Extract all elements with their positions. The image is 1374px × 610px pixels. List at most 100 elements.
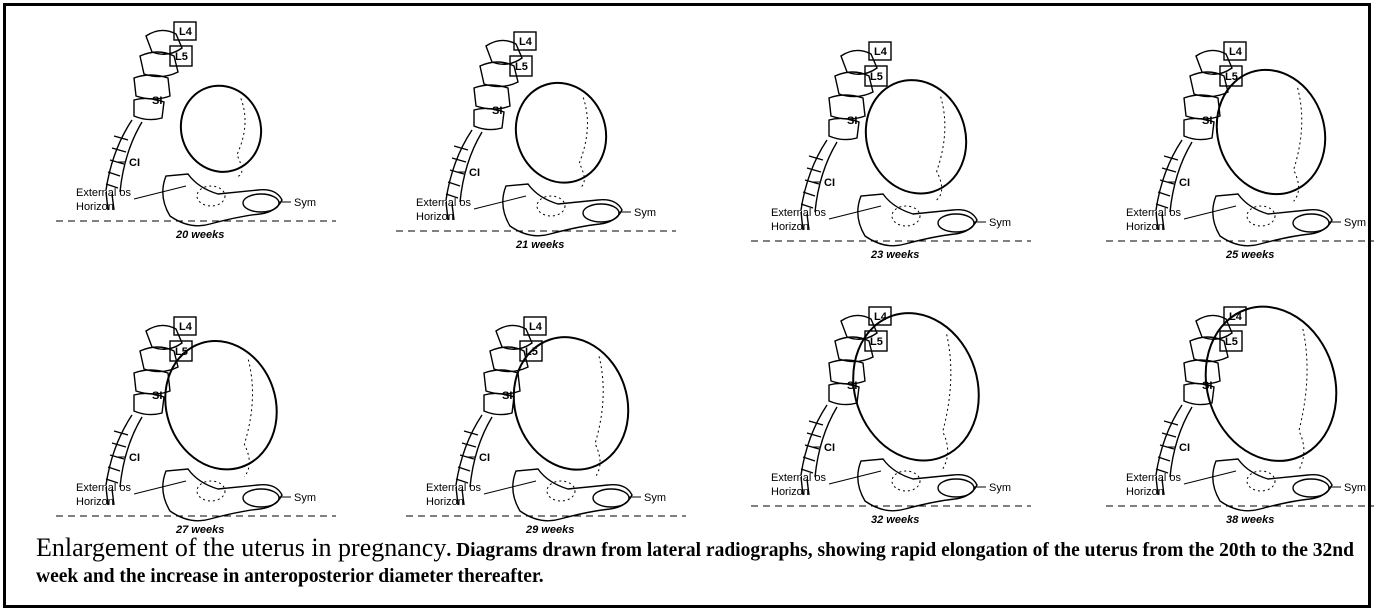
label-external-os: External os bbox=[416, 197, 472, 209]
external-os-leader bbox=[133, 185, 187, 200]
vertebra-l4 bbox=[1223, 306, 1247, 326]
dotted-contour bbox=[594, 356, 604, 478]
symphysis bbox=[242, 193, 280, 213]
uterus-outline bbox=[512, 336, 630, 471]
external-os-leader bbox=[483, 480, 537, 495]
label-external-os: External os bbox=[76, 482, 132, 494]
label-horizon: Horizon bbox=[771, 486, 809, 498]
label-s1: SI bbox=[492, 105, 502, 117]
label-l5: L5 bbox=[1225, 71, 1238, 83]
label-c1: CI bbox=[1179, 442, 1190, 454]
week-label: 27 weeks bbox=[175, 524, 224, 536]
week-label: 32 weeks bbox=[871, 514, 919, 526]
external-os-leader bbox=[473, 195, 527, 210]
week-label: 25 weeks bbox=[1225, 249, 1274, 261]
label-external-os: External os bbox=[76, 187, 132, 199]
label-l5: L5 bbox=[525, 346, 538, 358]
vertebra-l4 bbox=[513, 31, 537, 51]
uterus-outline bbox=[852, 312, 980, 462]
pelvic-bone bbox=[1212, 193, 1333, 247]
label-horizon: Horizon bbox=[1126, 221, 1164, 233]
label-sym: Sym bbox=[634, 207, 656, 219]
cervix-outline bbox=[1246, 470, 1276, 492]
label-s1: SI bbox=[502, 390, 512, 402]
week-label: 21 weeks bbox=[515, 239, 564, 251]
vertebra-l4 bbox=[173, 21, 197, 41]
cervix-outline bbox=[546, 480, 576, 502]
label-s1: SI bbox=[152, 390, 162, 402]
spine bbox=[105, 324, 183, 506]
label-external-os: External os bbox=[771, 472, 827, 484]
dotted-contour bbox=[942, 334, 952, 470]
label-l4: L4 bbox=[1229, 311, 1243, 323]
label-horizon: Horizon bbox=[76, 496, 114, 508]
symphysis bbox=[242, 488, 280, 508]
spine bbox=[800, 49, 878, 231]
label-c1: CI bbox=[824, 177, 835, 189]
label-s1: SI bbox=[1202, 380, 1212, 392]
label-c1: CI bbox=[824, 442, 835, 454]
label-sym: Sym bbox=[294, 197, 316, 209]
week-label: 20 weeks bbox=[175, 229, 224, 241]
label-l4: L4 bbox=[1229, 46, 1243, 58]
label-sym: Sym bbox=[1344, 482, 1366, 494]
dotted-contour bbox=[1293, 87, 1303, 202]
label-c1: CI bbox=[469, 167, 480, 179]
label-s1: SI bbox=[152, 95, 162, 107]
label-external-os: External os bbox=[1126, 207, 1182, 219]
symphysis bbox=[592, 488, 630, 508]
vertebra-l5 bbox=[169, 45, 193, 67]
symphysis bbox=[582, 203, 620, 223]
pelvic-bone bbox=[857, 458, 978, 512]
label-external-os: External os bbox=[426, 482, 482, 494]
label-horizon: Horizon bbox=[76, 201, 114, 213]
label-c1: CI bbox=[1179, 177, 1190, 189]
label-external-os: External os bbox=[1126, 472, 1182, 484]
label-l4: L4 bbox=[519, 36, 533, 48]
label-c1: CI bbox=[129, 452, 140, 464]
label-c1: CI bbox=[479, 452, 490, 464]
uterus-outline bbox=[1204, 305, 1338, 462]
pelvic-bone bbox=[857, 193, 978, 247]
uterus-outline bbox=[164, 340, 278, 471]
label-l4: L4 bbox=[874, 46, 888, 58]
label-horizon: Horizon bbox=[771, 221, 809, 233]
cervix-outline bbox=[891, 470, 921, 492]
pelvic-bone bbox=[512, 468, 633, 522]
label-sym: Sym bbox=[989, 217, 1011, 229]
symphysis bbox=[1292, 213, 1330, 233]
uterus-outline bbox=[864, 79, 968, 195]
vertebra-l4 bbox=[868, 41, 892, 61]
label-c1: CI bbox=[129, 157, 140, 169]
cervix-outline bbox=[196, 480, 226, 502]
label-horizon: Horizon bbox=[416, 211, 454, 223]
vertebra-l4 bbox=[523, 316, 547, 336]
label-horizon: Horizon bbox=[426, 496, 464, 508]
dotted-contour bbox=[578, 97, 588, 189]
vertebra-l5 bbox=[864, 65, 888, 87]
spine bbox=[455, 324, 533, 506]
external-os-leader bbox=[1183, 470, 1237, 485]
external-os-leader bbox=[828, 470, 882, 485]
week-label: 38 weeks bbox=[1226, 514, 1274, 526]
week-label: 29 weeks bbox=[525, 524, 574, 536]
label-l5: L5 bbox=[870, 336, 883, 348]
spine bbox=[1155, 314, 1233, 496]
symphysis bbox=[1292, 478, 1330, 498]
pelvic-bone bbox=[162, 173, 283, 227]
vertebra-l5 bbox=[509, 55, 533, 77]
dotted-contour bbox=[236, 98, 246, 178]
